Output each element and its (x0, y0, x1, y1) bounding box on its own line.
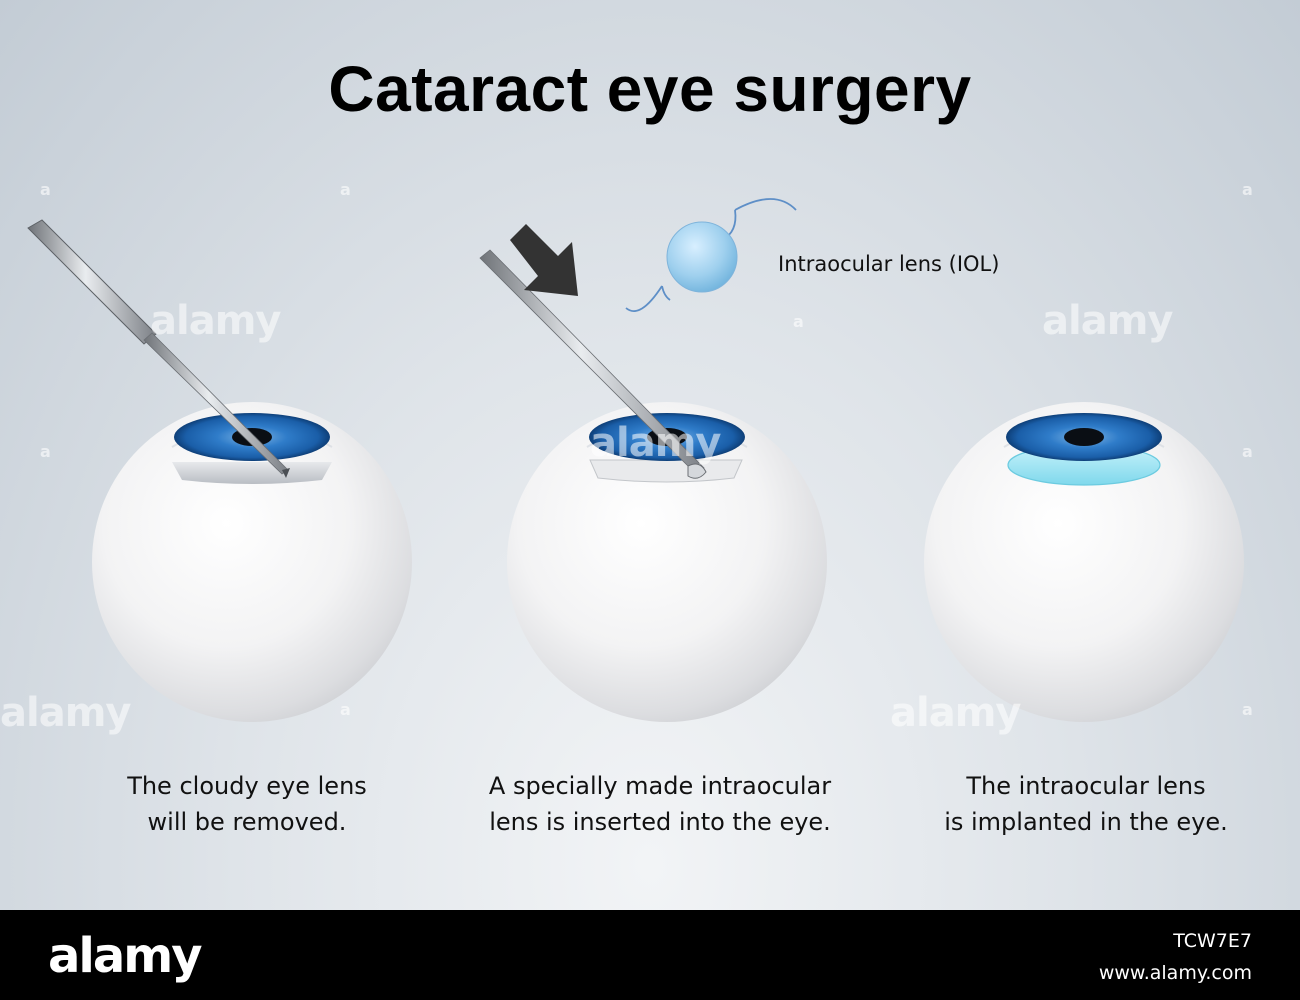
caption-line-2: is implanted in the eye. (944, 808, 1228, 836)
caption-line-1: The intraocular lens (966, 772, 1206, 800)
empty-capsule (589, 459, 743, 483)
caption-line-1: A specially made intraocular (488, 772, 832, 800)
watermark-mark: a (793, 312, 804, 331)
watermark: alamy (590, 420, 721, 466)
caption-step-2: A specially made intraocular lens is ins… (460, 768, 860, 840)
watermark-mark: a (40, 442, 51, 461)
footer-url: www.alamy.com (1098, 962, 1252, 984)
eye-step-3 (924, 402, 1244, 722)
watermark-mark: a (1242, 180, 1253, 199)
caption-line-2: will be removed. (147, 808, 347, 836)
diagram-background: Cataract eye surgery (0, 0, 1300, 910)
diagram-title: Cataract eye surgery (328, 53, 972, 125)
eyeball (507, 402, 827, 722)
eyeball (924, 402, 1244, 722)
watermark: alamy (150, 298, 281, 344)
watermark-mark: a (1242, 442, 1253, 461)
iol-haptic-top (734, 198, 797, 211)
intraocular-lens-illustration (625, 198, 797, 313)
lens-injector (479, 249, 707, 479)
footer-logo: alamy (48, 928, 203, 984)
caption-line-1: The cloudy eye lens (127, 772, 367, 800)
eyeball (92, 402, 412, 722)
iol-label: Intraocular lens (IOL) (778, 252, 1000, 276)
surgical-probe-1 (27, 219, 290, 478)
cloudy-lens (172, 462, 332, 484)
watermark-mark: a (40, 180, 51, 199)
insertion-arrow (510, 224, 578, 296)
watermark: alamy (890, 690, 1021, 736)
caption-step-3: The intraocular lens is implanted in the… (886, 768, 1286, 840)
footer-bar: alamy TCW7E7 www.alamy.com (0, 910, 1300, 1000)
caption-step-1: The cloudy eye lens will be removed. (47, 768, 447, 840)
watermark-mark: a (1242, 700, 1253, 719)
watermark: alamy (1042, 298, 1173, 344)
iol-haptic-bottom (625, 285, 663, 313)
image-id: TCW7E7 (1173, 930, 1252, 952)
eye-step-1 (92, 402, 412, 722)
iol-optic (666, 221, 738, 293)
diagram-illustration (27, 198, 1244, 722)
pupil (1064, 428, 1104, 446)
watermark-mark: a (340, 700, 351, 719)
watermark: alamy (0, 690, 131, 736)
caption-line-2: lens is inserted into the eye. (489, 808, 831, 836)
watermark-mark: a (340, 180, 351, 199)
